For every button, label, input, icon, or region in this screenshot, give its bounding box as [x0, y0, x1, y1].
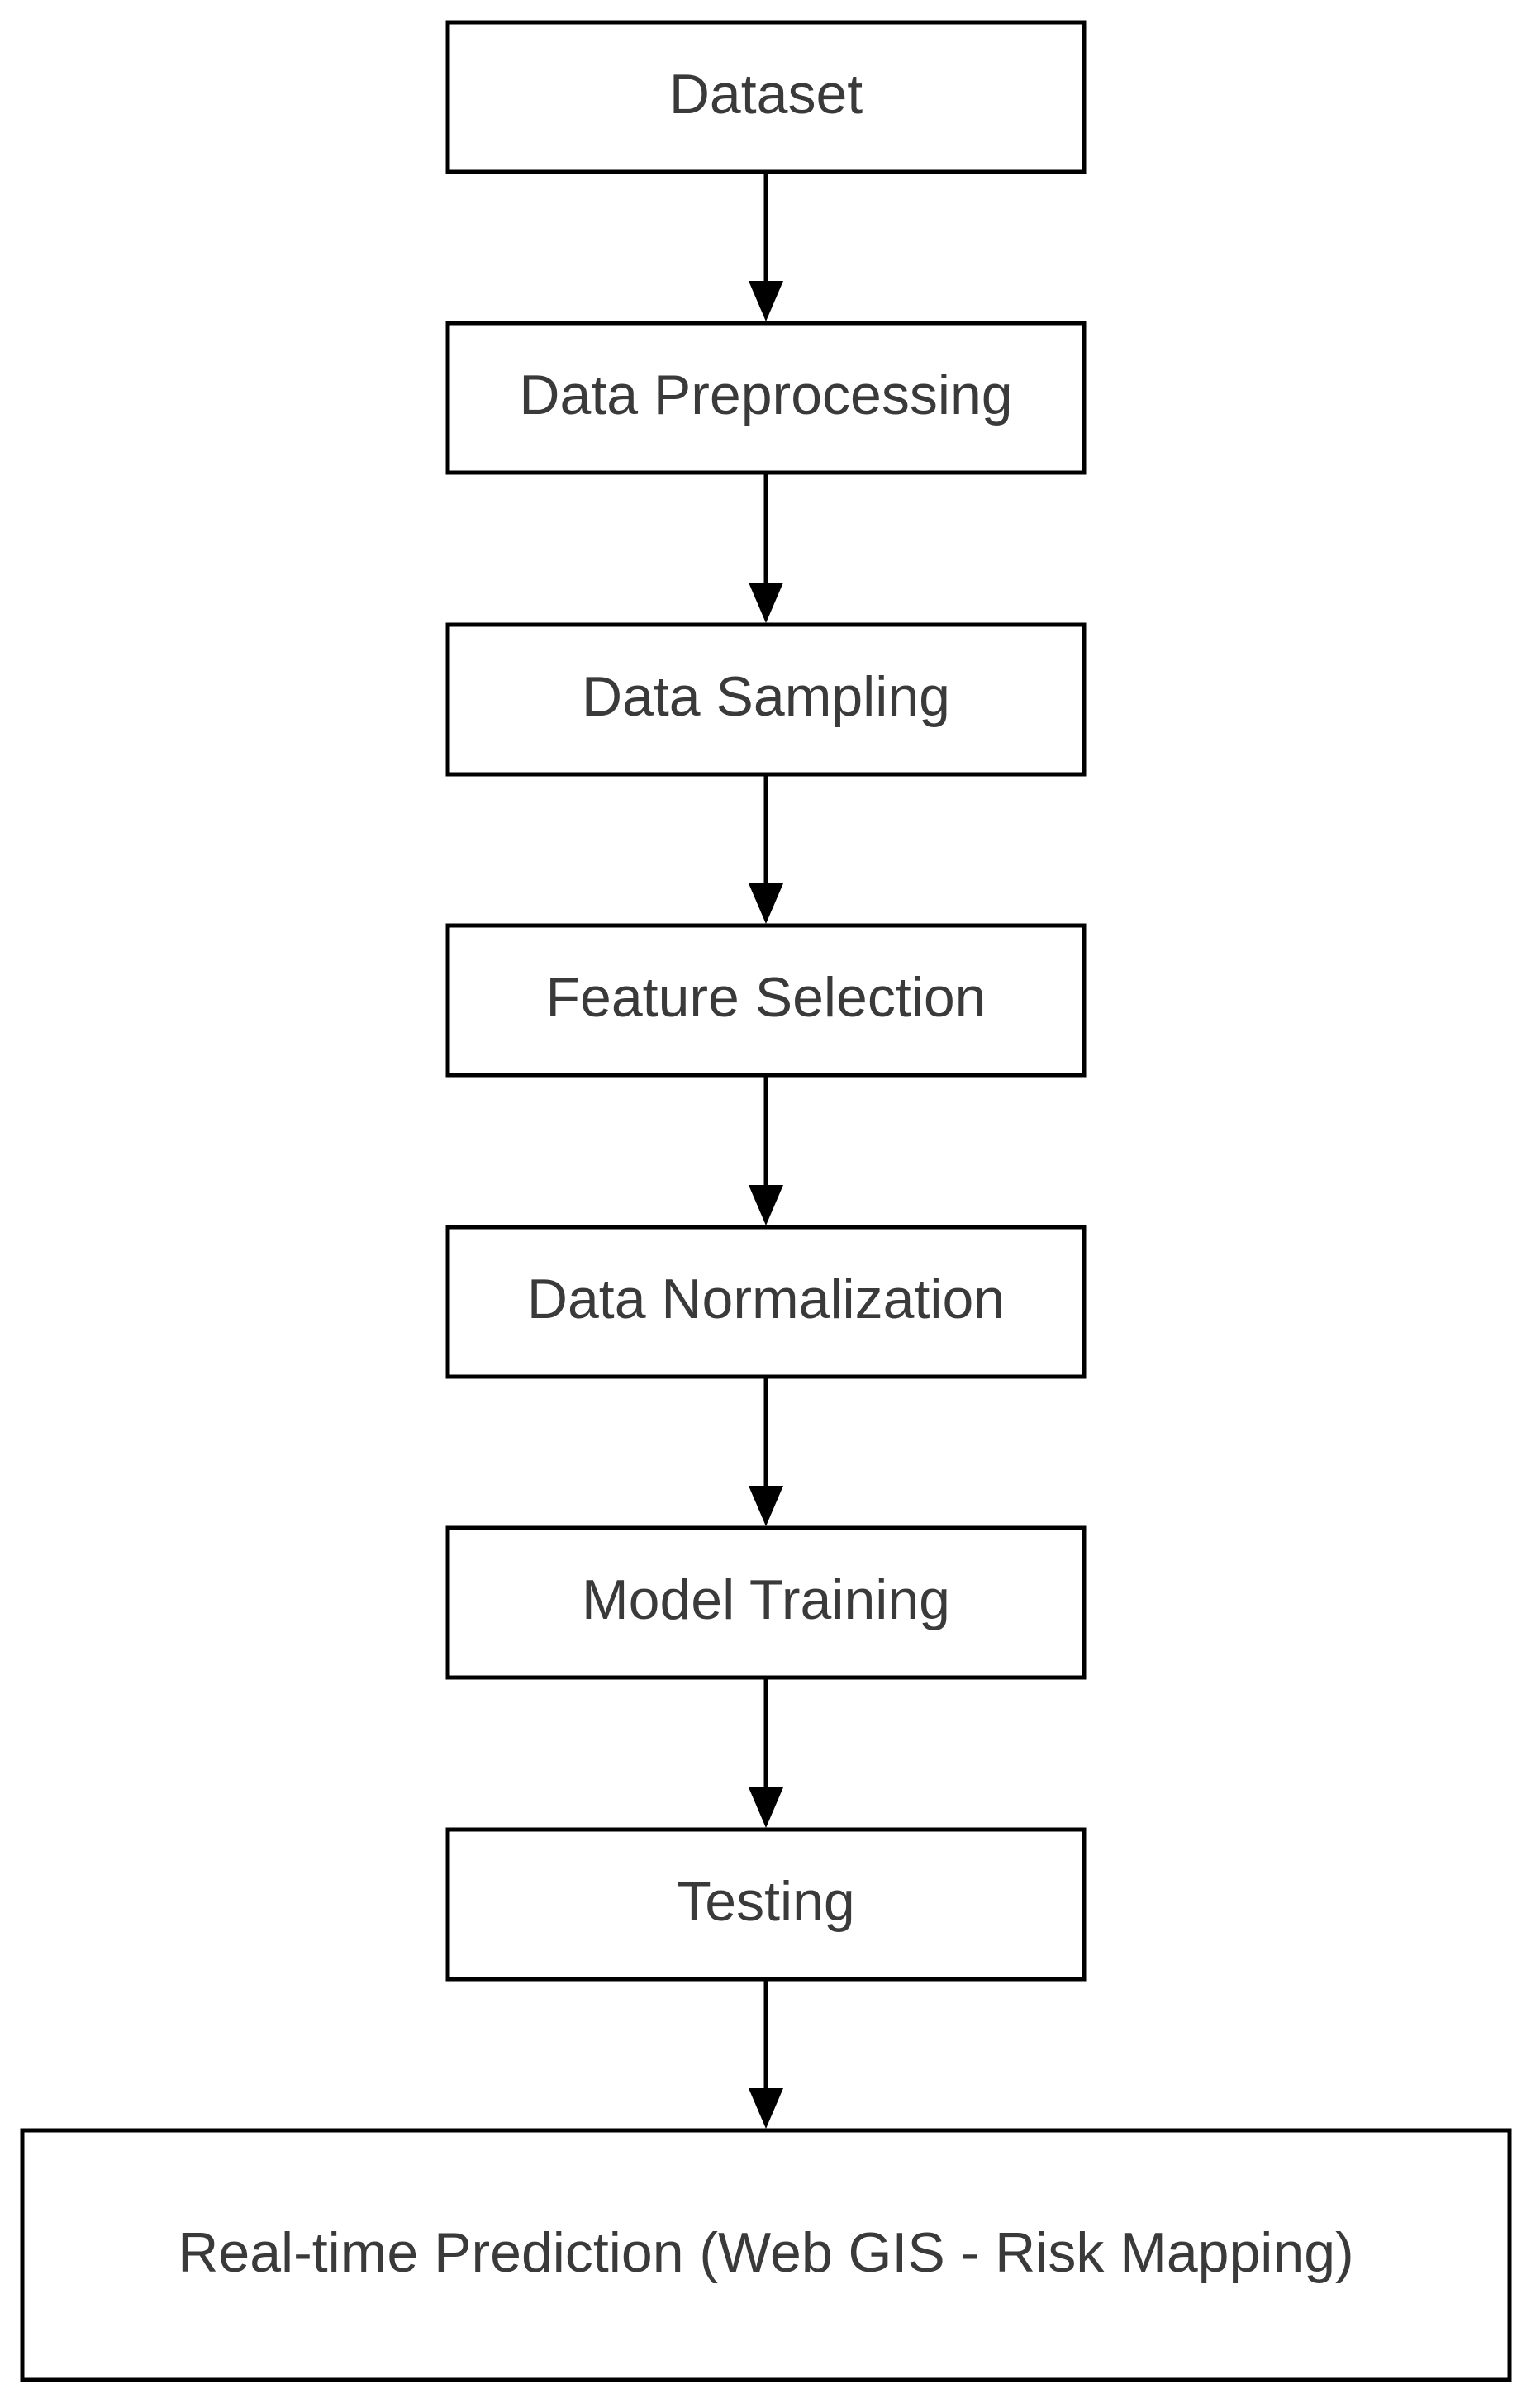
arrowhead-icon [749, 1185, 783, 1225]
node-label: Data Sampling [582, 665, 950, 728]
node-box [445, 622, 1087, 777]
arrowhead-icon [749, 2088, 783, 2129]
node-normalization: Data Normalization [445, 1225, 1087, 1379]
node-label: Feature Selection [546, 966, 987, 1029]
node-realtime-prediction: Real-time Prediction (Web GIS - Risk Map… [20, 2128, 1512, 2382]
node-box [445, 321, 1087, 475]
edge-dataset-to-preprocessing [749, 172, 783, 321]
node-testing: Testing [445, 1827, 1087, 1982]
arrowhead-icon [749, 1486, 783, 1526]
arrowhead-icon [749, 1787, 783, 1828]
node-feature-selection: Feature Selection [445, 923, 1087, 1078]
edge-preprocessing-to-sampling [749, 473, 783, 623]
node-label: Testing [677, 1870, 854, 1933]
node-model-training: Model Training [445, 1525, 1087, 1680]
arrowhead-icon [749, 883, 783, 924]
node-label: Real-time Prediction (Web GIS - Risk Map… [178, 2221, 1353, 2284]
edge-feature-selection-to-normalization [749, 1075, 783, 1225]
node-label: Data Normalization [527, 1268, 1005, 1330]
node-box [445, 923, 1087, 1078]
edge-model-training-to-testing [749, 1678, 783, 1828]
node-label: Data Preprocessing [519, 364, 1012, 426]
node-box [20, 2128, 1512, 2382]
edge-testing-to-realtime-prediction [749, 1979, 783, 2129]
arrowhead-icon [749, 583, 783, 623]
node-box [445, 20, 1087, 174]
node-dataset: Dataset [445, 20, 1087, 174]
edge-sampling-to-feature-selection [749, 774, 783, 924]
node-box [445, 1525, 1087, 1680]
node-label: Dataset [669, 63, 863, 126]
node-label: Model Training [582, 1568, 950, 1631]
node-preprocessing: Data Preprocessing [445, 321, 1087, 475]
edge-normalization-to-model-training [749, 1377, 783, 1526]
node-sampling: Data Sampling [445, 622, 1087, 777]
arrowhead-icon [749, 281, 783, 321]
